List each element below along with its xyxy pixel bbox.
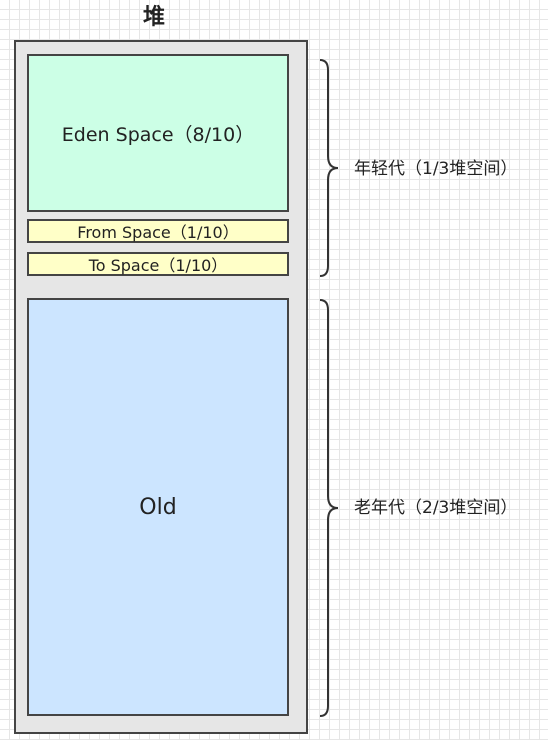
young-gen-label: 年轻代（1/3堆空间）	[354, 159, 518, 179]
old-space-label: Old	[139, 494, 177, 520]
from-space-box: From Space（1/10）	[27, 219, 289, 243]
young-gen-brace	[319, 59, 339, 277]
old-gen-label: 老年代（2/3堆空间）	[354, 498, 518, 518]
heap-title: 堆	[142, 5, 165, 30]
from-space-label: From Space（1/10）	[77, 223, 239, 242]
eden-space-box: Eden Space（8/10）	[27, 54, 289, 212]
eden-space-label: Eden Space（8/10）	[61, 123, 255, 146]
to-space-box: To Space（1/10）	[27, 252, 289, 276]
old-space-box: Old	[27, 298, 289, 716]
old-gen-brace	[319, 299, 339, 717]
to-space-label: To Space（1/10）	[88, 256, 228, 275]
